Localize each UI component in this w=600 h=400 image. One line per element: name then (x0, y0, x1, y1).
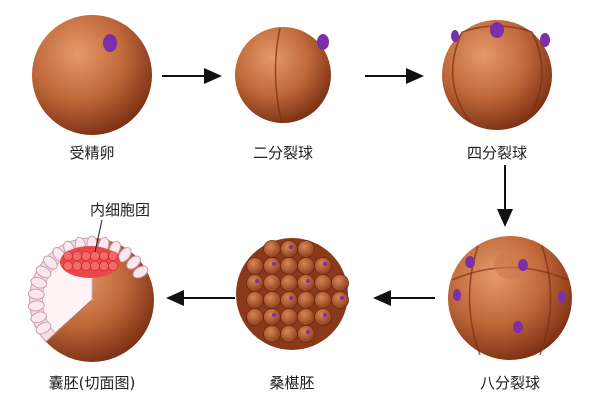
nucleus (272, 262, 276, 266)
trophoblast-cell (30, 311, 48, 324)
morula-cell (314, 308, 332, 326)
morula-cell (246, 308, 264, 326)
nucleus (306, 330, 310, 334)
morula-cell (297, 308, 315, 326)
morula-cell (246, 257, 264, 275)
morula-cell (297, 291, 315, 309)
four-cell (442, 20, 552, 130)
inner-cell (108, 251, 118, 261)
trophoblast-cell (118, 247, 132, 263)
label-two-cell: 二分裂球 (253, 144, 313, 162)
nucleus (289, 296, 293, 300)
nucleus (340, 296, 344, 300)
morula-cell (297, 325, 315, 343)
nucleus (323, 262, 327, 266)
morula-cell (331, 274, 349, 292)
leader-line (94, 219, 103, 253)
morula-cell (263, 257, 281, 275)
morula-cell (280, 240, 298, 258)
morula-cell (297, 240, 315, 258)
morula-cell (280, 274, 298, 292)
eight-cell (448, 236, 572, 360)
nucleus (306, 279, 310, 283)
zygote-cell (32, 15, 152, 135)
two-cell (235, 27, 331, 123)
morula-cell (263, 291, 281, 309)
nucleus (272, 313, 276, 317)
stage-blastocyst: 内细胞团 囊胚(切面图) (27, 201, 154, 392)
nucleus (255, 279, 259, 283)
trophoblast-cell (35, 265, 52, 279)
trophoblast-cell (43, 255, 58, 270)
morula-cell (263, 325, 281, 343)
stage-eight-cell: 八分裂球 (448, 236, 572, 392)
morula-cell (246, 291, 264, 309)
morula-cell (297, 257, 315, 275)
inner-cell (99, 251, 109, 261)
trophoblast-cell (30, 276, 48, 289)
label-inner-cell-mass: 内细胞团 (90, 201, 150, 219)
morula-cell (314, 291, 332, 309)
trophoblast-cell (27, 288, 45, 300)
nucleus (289, 245, 293, 249)
inner-cell (90, 251, 100, 261)
label-blastocyst: 囊胚(切面图) (49, 374, 136, 392)
morula-cell (263, 274, 281, 292)
label-morula: 桑椹胚 (269, 374, 314, 392)
morula-cell (280, 325, 298, 343)
inner-cell (72, 261, 82, 271)
inner-cell (72, 251, 82, 261)
stage-morula: 桑椹胚 (236, 238, 349, 392)
inner-cell (81, 251, 91, 261)
label-eight-cell: 八分裂球 (480, 374, 540, 392)
trophoblast-cell (126, 255, 141, 270)
trophoblast-cell (27, 300, 45, 312)
morula-cell (280, 308, 298, 326)
stage-zygote: 受精卵 (32, 15, 152, 162)
morula-cell (280, 257, 298, 275)
morula-cell (280, 291, 298, 309)
nucleus (103, 34, 117, 52)
inner-cell (63, 261, 73, 271)
stage-two-cell: 二分裂球 (235, 27, 331, 162)
inner-cell (90, 261, 100, 271)
morula-cell (331, 291, 349, 309)
morula-cell (297, 274, 315, 292)
inner-cell (63, 251, 73, 261)
stage-four-cell: 四分裂球 (442, 20, 552, 162)
nucleus (317, 34, 329, 50)
morula-cell (263, 240, 281, 258)
nucleus (323, 313, 327, 317)
morula-cell (263, 308, 281, 326)
label-four-cell: 四分裂球 (467, 144, 527, 162)
morula-cell (314, 274, 332, 292)
label-zygote: 受精卵 (69, 144, 114, 162)
inner-cell (99, 261, 109, 271)
morula-cell (246, 274, 264, 292)
morula-cell (314, 257, 332, 275)
inner-cell (81, 261, 91, 271)
inner-cell (108, 261, 118, 271)
trophoblast-cell (35, 321, 52, 335)
trophoblast-cell (132, 265, 149, 279)
